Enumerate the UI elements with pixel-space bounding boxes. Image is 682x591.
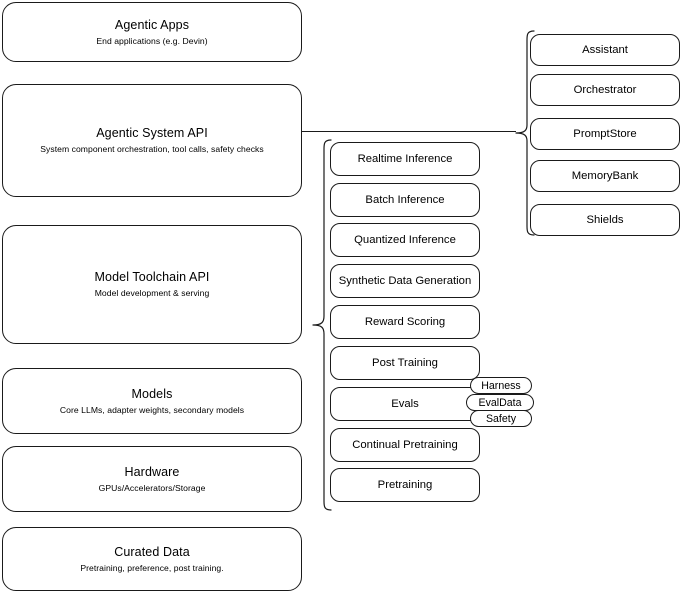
brace-agentic-system	[515, 30, 535, 236]
layer-subtitle: Core LLMs, adapter weights, secondary mo…	[59, 404, 245, 415]
item-label: Orchestrator	[573, 84, 637, 96]
toolchain-item-post-training[interactable]: Post Training	[330, 346, 480, 380]
layer-subtitle: System component orchestration, tool cal…	[40, 144, 264, 154]
evals-tag-label: EvalData	[478, 396, 522, 409]
system-item-memorybank[interactable]: MemoryBank	[530, 160, 680, 192]
toolchain-item-quantized-inference[interactable]: Quantized Inference	[330, 223, 480, 257]
brace-model-toolchain	[312, 139, 332, 511]
layer-box-agentic-system-api[interactable]: Agentic System API System component orch…	[2, 84, 302, 197]
layer-subtitle: Model development & serving	[94, 288, 210, 298]
item-label: Evals	[391, 398, 419, 410]
toolchain-item-pretraining[interactable]: Pretraining	[330, 468, 480, 502]
layer-subtitle: Pretraining, preference, post training.	[80, 562, 224, 573]
item-label: Synthetic Data Generation	[338, 275, 472, 287]
evals-tag-evaldata[interactable]: EvalData	[466, 394, 534, 411]
layer-title: Hardware	[124, 464, 180, 479]
evals-tag-label: Harness	[481, 379, 521, 392]
item-label: Batch Inference	[365, 194, 445, 206]
layer-title: Agentic Apps	[114, 17, 190, 32]
layer-box-models[interactable]: Models Core LLMs, adapter weights, secon…	[2, 368, 302, 434]
layer-box-curated-data[interactable]: Curated Data Pretraining, preference, po…	[2, 527, 302, 591]
layer-title: Curated Data	[114, 544, 190, 559]
item-label: Shields	[586, 214, 624, 226]
item-label: Quantized Inference	[354, 234, 456, 246]
item-label: PromptStore	[573, 128, 637, 140]
item-label: Realtime Inference	[357, 153, 453, 165]
evals-tag-harness[interactable]: Harness	[470, 377, 532, 394]
layer-box-hardware[interactable]: Hardware GPUs/Accelerators/Storage	[2, 446, 302, 512]
layer-box-model-toolchain-api[interactable]: Model Toolchain API Model development & …	[2, 225, 302, 344]
layer-title: Agentic System API	[96, 126, 208, 140]
toolchain-item-batch-inference[interactable]: Batch Inference	[330, 183, 480, 217]
system-item-orchestrator[interactable]: Orchestrator	[530, 74, 680, 106]
toolchain-item-continual-pretraining[interactable]: Continual Pretraining	[330, 428, 480, 462]
toolchain-item-evals[interactable]: Evals	[330, 387, 480, 421]
item-label: Post Training	[372, 357, 438, 369]
connector-agentic-system-api	[302, 131, 516, 132]
layer-box-agentic-apps[interactable]: Agentic Apps End applications (e.g. Devi…	[2, 2, 302, 62]
item-label: MemoryBank	[571, 170, 639, 182]
system-item-promptstore[interactable]: PromptStore	[530, 118, 680, 150]
toolchain-item-synthetic-data-generation[interactable]: Synthetic Data Generation	[330, 264, 480, 298]
evals-tag-safety[interactable]: Safety	[470, 410, 532, 427]
toolchain-item-reward-scoring[interactable]: Reward Scoring	[330, 305, 480, 339]
layer-title: Model Toolchain API	[94, 270, 210, 284]
item-label: Reward Scoring	[364, 316, 446, 328]
layer-subtitle: GPUs/Accelerators/Storage	[98, 482, 206, 493]
layer-subtitle: End applications (e.g. Devin)	[96, 35, 208, 46]
evals-tag-label: Safety	[485, 412, 517, 425]
layer-title: Models	[131, 386, 173, 401]
system-item-shields[interactable]: Shields	[530, 204, 680, 236]
system-item-assistant[interactable]: Assistant	[530, 34, 680, 66]
item-label: Continual Pretraining	[352, 439, 458, 451]
item-label: Pretraining	[377, 479, 433, 491]
toolchain-item-realtime-inference[interactable]: Realtime Inference	[330, 142, 480, 176]
item-label: Assistant	[582, 44, 628, 56]
